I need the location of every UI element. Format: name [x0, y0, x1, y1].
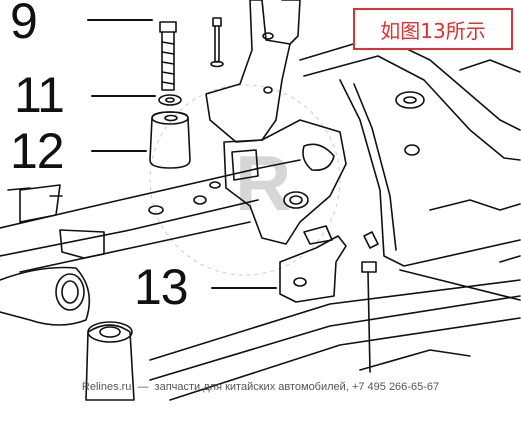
watermark-logo: R — [149, 84, 341, 276]
footer-separator: — — [137, 381, 149, 393]
callout-11: 11 — [14, 67, 65, 123]
rubber-bushing — [149, 111, 191, 169]
footer-phone: +7 495 266-65-67 — [351, 381, 440, 393]
note-box: 如图13所示 — [353, 8, 513, 50]
note-text: 如图13所示 — [380, 18, 486, 43]
leader-lines — [87, 19, 277, 289]
bolt-long — [159, 21, 177, 91]
callout-9: 9 — [10, 0, 38, 49]
callout-13: 13 — [134, 259, 189, 315]
svg-text:R: R — [235, 139, 291, 227]
footer: Relines.ru — запчасти для китайских авто… — [0, 381, 521, 401]
footer-tagline: запчасти для китайских автомобилей, — [154, 381, 349, 393]
bolt-short — [210, 17, 224, 68]
washer — [158, 94, 182, 106]
callout-12: 12 — [10, 123, 65, 179]
subframe-body — [0, 0, 521, 401]
footer-site: Relines.ru — [81, 381, 132, 393]
